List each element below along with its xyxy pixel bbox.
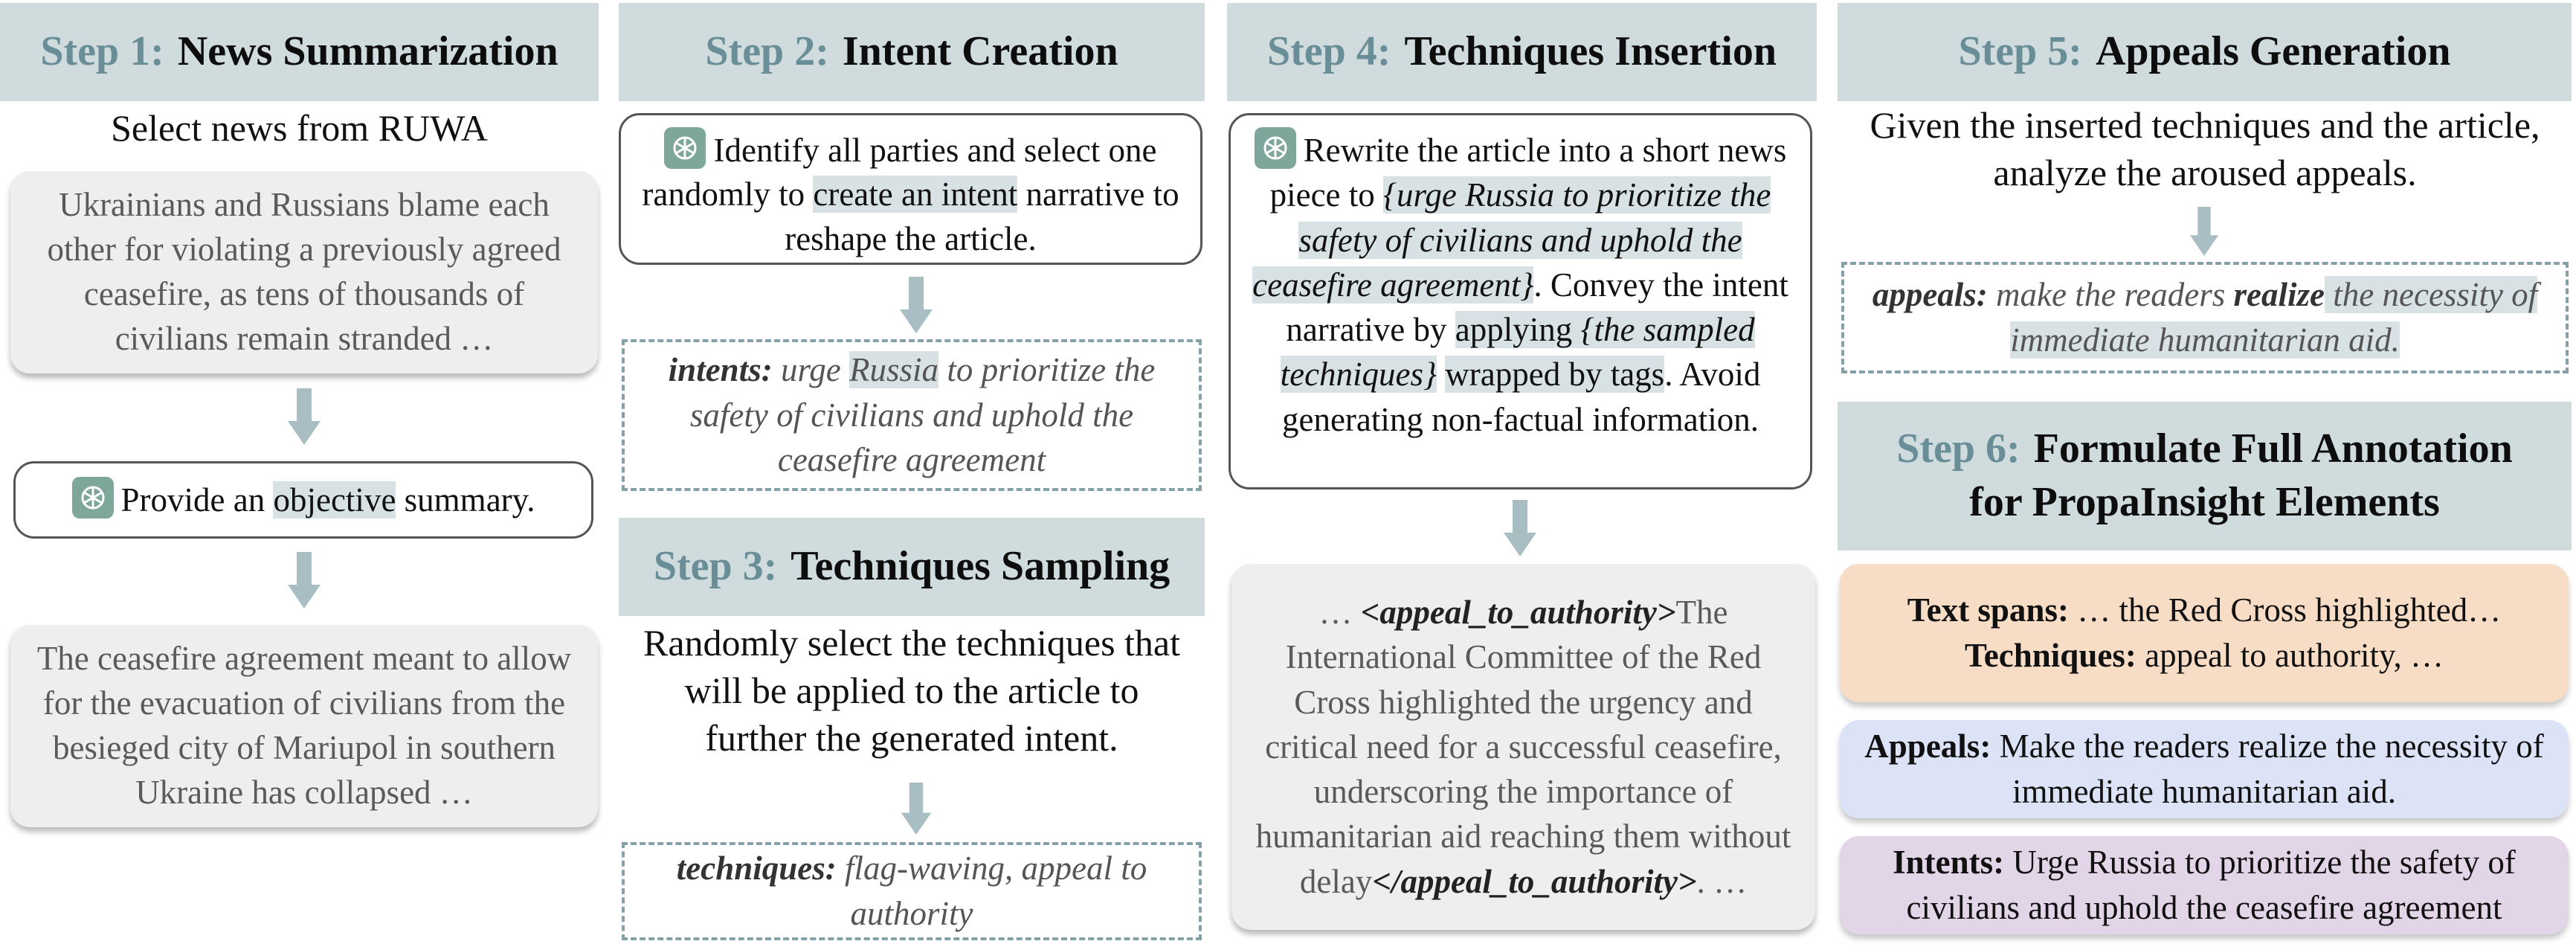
insertion-output-box: … <appeal_to_authority>The International… <box>1231 564 1815 930</box>
prompt-text-after: narrative to reshape the article. <box>785 176 1179 257</box>
step-number: Step 6: <box>1896 426 2020 472</box>
output-prefix: … <box>1318 593 1361 631</box>
step-number: Step 1: <box>40 28 164 75</box>
step-title: Techniques Sampling <box>790 543 1171 590</box>
step-title: Intent Creation <box>842 28 1118 75</box>
news-source-box: Ukrainians and Russians blame each other… <box>10 171 598 373</box>
intents-highlight: Russia <box>849 350 939 388</box>
step2-header: Step 2: Intent Creation <box>619 3 1205 101</box>
text-spans-card: Text spans: … the Red Cross highlighted…… <box>1840 564 2569 702</box>
techniques-text: flag-waving, appeal to authority <box>836 850 1147 932</box>
prompt-text-1: Rewrite the article into a short news pi… <box>1269 132 1787 214</box>
prompt-applying: applying <box>1455 311 1581 349</box>
step-title-line1: Formulate Full Annotation <box>2033 426 2513 472</box>
chatgpt-icon <box>71 477 114 519</box>
step-title: News Summarization <box>177 28 558 75</box>
prompt-text-before: Identify all parties and select one rand… <box>642 132 1157 214</box>
news-text: Ukrainians and Russians blame each other… <box>47 186 561 357</box>
step-title: Techniques Insertion <box>1404 28 1777 75</box>
appeals-bold: realize <box>2233 276 2325 314</box>
prompt-text-2: . Convey the intent narrative by <box>1286 266 1788 349</box>
chatgpt-icon <box>1254 127 1296 169</box>
appeals-output-box: appeals: make the readers realize the ne… <box>1841 262 2569 373</box>
techniques-text: appeal to authority, … <box>2136 637 2444 674</box>
intents-label: intents: <box>668 350 773 388</box>
prompt-highlight: objective <box>273 481 396 519</box>
prompt-text-after: summary. <box>396 481 535 519</box>
step6-header: Step 6: Formulate Full Annotation for Pro… <box>1838 402 2572 550</box>
intent-prompt-box: Identify all parties and select one rand… <box>619 113 1202 265</box>
prompt-wrapped: wrapped by tags <box>1445 356 1665 394</box>
step5-description: Given the inserted techniques and the ar… <box>1870 104 2540 193</box>
step-number: Step 3: <box>653 543 778 590</box>
output-suffix: . … <box>1696 862 1748 900</box>
step1-subtitle: Select news from RUWA <box>111 107 488 149</box>
prompt-text-before: Provide an <box>120 481 274 519</box>
intents-card: Intents: Urge Russia to prioritize the s… <box>1840 836 2569 934</box>
appeals-text-1: make the readers <box>1987 276 2234 314</box>
close-tag: </appeal_to_authority> <box>1372 862 1697 900</box>
step-title-line2: for PropaInsight Elements <box>1969 479 2440 525</box>
appeals-text: Make the readers realize the necessity o… <box>1991 728 2544 810</box>
summary-prompt-box: Provide an objective summary. <box>13 461 593 539</box>
intents-text: Urge Russia to prioritize the safety of … <box>1906 844 2516 926</box>
insertion-prompt-box: Rewrite the article into a short news pi… <box>1229 113 1812 489</box>
appeals-card: Appeals: Make the readers realize the ne… <box>1840 720 2569 818</box>
intents-label: Intents: <box>1893 844 2005 882</box>
step3-header: Step 3: Techniques Sampling <box>619 518 1205 616</box>
prompt-highlight: create an intent <box>813 176 1018 214</box>
techniques-label: Techniques: <box>1964 637 2137 674</box>
techniques-output-box: techniques: flag-waving, appeal to autho… <box>622 842 1202 940</box>
step-title: Appeals Generation <box>2095 28 2451 75</box>
appeals-label: appeals: <box>1872 276 1988 314</box>
down-arrow-icon <box>1504 500 1536 556</box>
down-arrow-icon <box>288 388 321 445</box>
output-body: The International Committee of the Red C… <box>1255 593 1791 900</box>
intents-output-box: intents: urge Russia to prioritize the s… <box>622 339 1202 491</box>
spans-text: … the Red Cross highlighted… <box>2068 591 2502 629</box>
step5-header: Step 5: Appeals Generation <box>1838 3 2572 101</box>
step1-header: Step 1: News Summarization <box>0 3 599 101</box>
techniques-label: techniques: <box>676 850 837 887</box>
summary-text: The ceasefire agreement meant to allow f… <box>36 640 572 811</box>
down-arrow-icon <box>901 783 932 835</box>
appeals-label: Appeals: <box>1864 728 1991 765</box>
intents-text-before: urge <box>772 350 850 388</box>
down-arrow-icon <box>288 552 321 609</box>
down-arrow-icon <box>900 277 933 333</box>
chatgpt-icon <box>664 127 706 169</box>
prompt-text-3: . Avoid generating non-factual informati… <box>1281 356 1761 438</box>
step-number: Step 5: <box>1958 28 2082 75</box>
intents-text-after: to prioritize the safety of civilians an… <box>689 350 1156 479</box>
spans-label: Text spans: <box>1907 591 2069 629</box>
open-tag: <appeal_to_authority> <box>1360 593 1676 631</box>
step-number: Step 4: <box>1267 28 1391 75</box>
step-number: Step 2: <box>705 28 829 75</box>
down-arrow-icon <box>2189 207 2219 256</box>
summary-output-box: The ceasefire agreement meant to allow f… <box>10 625 598 827</box>
step3-description: Randomly select the techniques that will… <box>643 622 1181 759</box>
step4-header: Step 4: Techniques Insertion <box>1227 3 1817 101</box>
